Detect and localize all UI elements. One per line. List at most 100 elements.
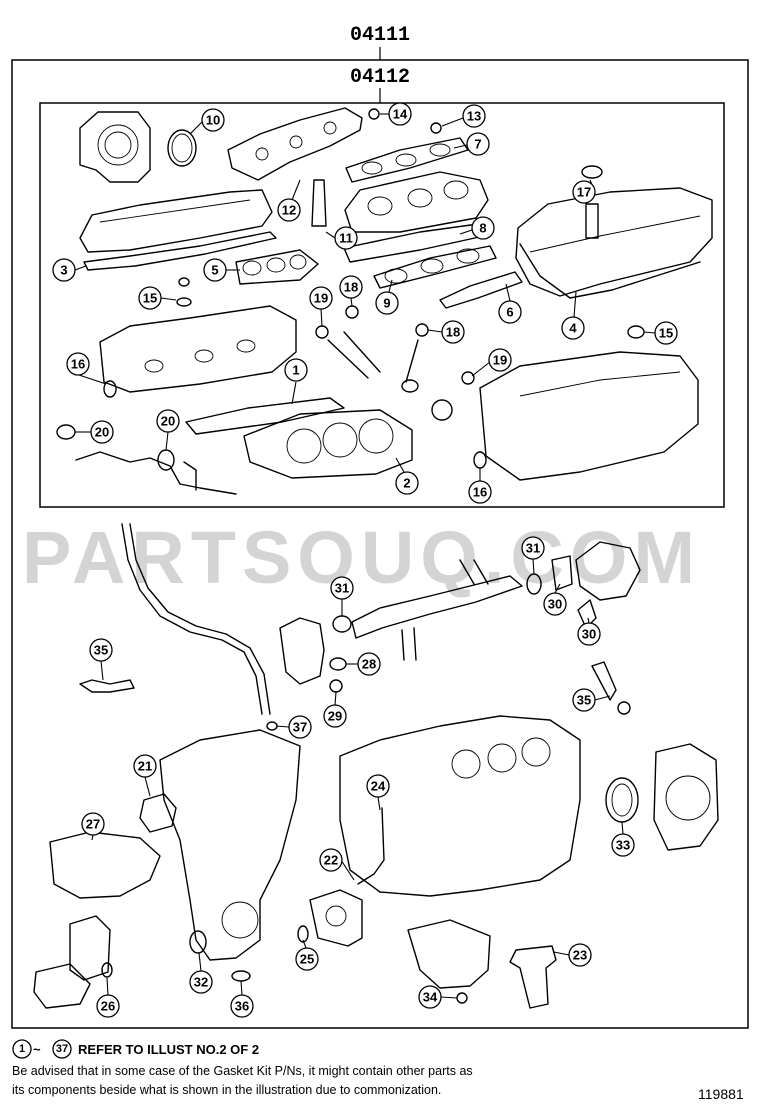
callout-part-34[interactable]: 34 — [418, 985, 458, 1009]
svg-text:20: 20 — [95, 425, 109, 440]
svg-text:7: 7 — [474, 137, 481, 152]
svg-text:29: 29 — [328, 709, 342, 724]
callout-part-1[interactable]: 1 — [284, 358, 308, 405]
svg-text:34: 34 — [423, 990, 438, 1005]
callout-part-15-right[interactable]: 15 — [643, 321, 678, 345]
callout-part-15-left[interactable]: 15 — [138, 286, 177, 310]
callout-part-36[interactable]: 36 — [230, 980, 254, 1018]
callout-part-17[interactable]: 17 — [572, 179, 596, 204]
svg-text:24: 24 — [371, 779, 386, 794]
svg-text:35: 35 — [577, 693, 591, 708]
lower-parts-art — [33, 523, 719, 1009]
svg-text:19: 19 — [314, 291, 328, 306]
callout-part-26[interactable]: 26 — [96, 977, 120, 1018]
refer-range-start: 1 — [19, 1043, 25, 1055]
callout-part-16-left[interactable]: 16 — [66, 352, 107, 385]
refer-range-separator: ~ — [33, 1042, 41, 1057]
svg-text:33: 33 — [616, 838, 630, 853]
svg-text:23: 23 — [573, 948, 587, 963]
callout-part-18-left[interactable]: 18 — [339, 275, 363, 307]
advice-line-2: its components beside what is shown in t… — [12, 1083, 441, 1097]
svg-text:12: 12 — [282, 203, 296, 218]
callout-part-22[interactable]: 22 — [319, 848, 355, 881]
callout-part-19-left[interactable]: 19 — [309, 286, 333, 327]
callout-part-23[interactable]: 23 — [553, 943, 592, 967]
svg-text:15: 15 — [659, 326, 673, 341]
callout-part-33[interactable]: 33 — [611, 821, 635, 857]
callout-part-12[interactable]: 12 — [277, 179, 301, 222]
svg-text:14: 14 — [393, 107, 408, 122]
svg-text:21: 21 — [138, 759, 152, 774]
callout-part-4[interactable]: 4 — [561, 291, 585, 340]
svg-text:18: 18 — [344, 280, 358, 295]
svg-text:22: 22 — [324, 853, 338, 868]
refer-note: 1 ~ 37 REFER TO ILLUST NO.2 OF 2 — [12, 1039, 259, 1059]
callout-part-14[interactable]: 14 — [380, 102, 412, 126]
callout-part-35-left[interactable]: 35 — [89, 638, 113, 681]
callout-part-5[interactable]: 5 — [203, 258, 240, 282]
svg-text:8: 8 — [479, 221, 486, 236]
svg-text:6: 6 — [506, 305, 513, 320]
svg-text:2: 2 — [403, 476, 410, 491]
callout-part-10[interactable]: 10 — [189, 108, 225, 135]
svg-text:32: 32 — [194, 975, 208, 990]
svg-text:30: 30 — [582, 627, 596, 642]
callout-part-13[interactable]: 13 — [441, 104, 486, 128]
inner-kit-frame — [39, 102, 725, 508]
callout-part-8[interactable]: 8 — [459, 216, 495, 240]
callout-part-35-right[interactable]: 35 — [572, 688, 611, 712]
svg-text:19: 19 — [493, 353, 507, 368]
svg-text:11: 11 — [339, 231, 353, 246]
callout-part-21[interactable]: 21 — [133, 754, 157, 797]
callout-part-2[interactable]: 2 — [395, 457, 419, 495]
svg-text:5: 5 — [211, 263, 218, 278]
svg-text:31: 31 — [335, 581, 349, 596]
callout-part-11[interactable]: 11 — [325, 226, 358, 250]
svg-text:35: 35 — [94, 643, 108, 658]
callout-part-9[interactable]: 9 — [375, 279, 399, 315]
callout-part-7[interactable]: 7 — [453, 132, 490, 156]
callout-part-3[interactable]: 3 — [52, 258, 87, 282]
callout-part-29[interactable]: 29 — [323, 691, 347, 728]
callout-part-20-left[interactable]: 20 — [75, 420, 114, 444]
svg-text:37: 37 — [293, 720, 307, 735]
callout-part-27[interactable]: 27 — [81, 812, 105, 841]
assembly-code-inner[interactable]: 04112 — [350, 66, 410, 89]
watermark: PARTSOUQ.COM — [22, 516, 701, 599]
svg-text:28: 28 — [362, 657, 376, 672]
callout-part-31-right[interactable]: 31 — [521, 536, 545, 575]
svg-text:31: 31 — [526, 541, 540, 556]
callout-part-19-right[interactable]: 19 — [471, 348, 512, 377]
svg-text:15: 15 — [143, 291, 157, 306]
svg-text:3: 3 — [60, 263, 67, 278]
callout-part-32[interactable]: 32 — [189, 952, 213, 994]
svg-text:36: 36 — [235, 999, 249, 1014]
outer-kit-frame — [11, 59, 749, 1029]
callout-part-20-right[interactable]: 20 — [156, 409, 180, 451]
svg-text:30: 30 — [548, 597, 562, 612]
svg-text:13: 13 — [467, 109, 481, 124]
svg-text:27: 27 — [86, 817, 100, 832]
svg-text:20: 20 — [161, 414, 175, 429]
callout-part-30-lower[interactable]: 30 — [577, 617, 601, 646]
callout-part-6[interactable]: 6 — [498, 283, 522, 324]
callout-part-31-left[interactable]: 31 — [330, 576, 354, 616]
svg-text:10: 10 — [206, 113, 220, 128]
svg-text:9: 9 — [383, 296, 390, 311]
refer-range-end: 37 — [56, 1043, 68, 1055]
callout-part-18-right[interactable]: 18 — [427, 320, 465, 344]
svg-text:1: 1 — [292, 363, 299, 378]
advice-line-1: Be advised that in some case of the Gask… — [12, 1064, 473, 1078]
assembly-code-outer[interactable]: 04111 — [350, 24, 410, 47]
callout-part-25[interactable]: 25 — [295, 939, 319, 971]
svg-text:26: 26 — [101, 999, 115, 1014]
callout-part-16-right[interactable]: 16 — [468, 468, 492, 504]
svg-text:16: 16 — [71, 357, 85, 372]
callout-part-37[interactable]: 37 — [275, 715, 312, 739]
illustration-number: 119881 — [698, 1086, 744, 1102]
upper-parts-art — [56, 107, 713, 495]
callout-part-30-upper[interactable]: 30 — [543, 583, 567, 616]
callout-part-24[interactable]: 24 — [366, 774, 390, 811]
callout-part-28[interactable]: 28 — [346, 652, 381, 676]
